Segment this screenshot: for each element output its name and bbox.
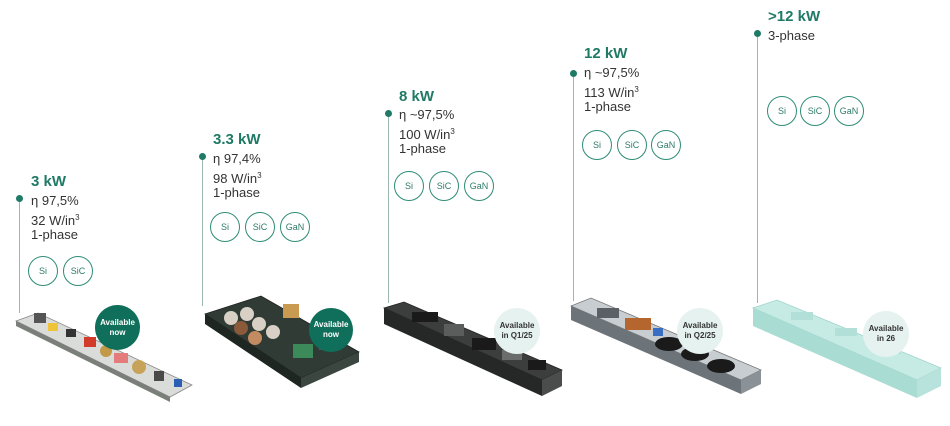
power-rating: 3 kW [31, 173, 67, 190]
availability-line-2: in Q2/25 [684, 331, 716, 340]
timeline-line [19, 198, 20, 313]
availability-line-2: in 26 [876, 334, 896, 343]
availability-line-2: in Q1/25 [501, 331, 533, 340]
availability-badge: Available in 26 [863, 311, 909, 357]
efficiency-spec: η ~97,5% [584, 65, 640, 80]
module-over-12kw-image [751, 299, 942, 398]
timeline-dot [385, 110, 392, 117]
availability-badge: Available now [309, 308, 353, 352]
availability-line-1: Available [100, 317, 135, 327]
power-rating: 8 kW [399, 88, 435, 105]
availability-line-1: Available [868, 324, 904, 333]
chip-si: Si [767, 96, 797, 126]
availability-line-2: now [109, 327, 126, 337]
timeline-line [573, 73, 574, 301]
chip-sic: SiC [245, 212, 275, 242]
chip-si: Si [394, 171, 424, 201]
power-rating: >12 kW [768, 8, 821, 25]
chip-si: Si [28, 256, 58, 286]
phase-spec: 1-phase [399, 141, 446, 156]
timeline-line [388, 113, 389, 303]
power-rating: 3.3 kW [213, 131, 261, 148]
availability-line-1: Available [313, 320, 349, 329]
efficiency-spec: η 97,5% [31, 193, 79, 208]
power-rating: 12 kW [584, 45, 628, 62]
availability-line-1: Available [499, 321, 535, 330]
chip-si: Si [210, 212, 240, 242]
efficiency-spec: η ~97,5% [399, 107, 455, 122]
timeline-dot [199, 153, 206, 160]
efficiency-spec: η 97,4% [213, 151, 261, 166]
module-8kw-image [382, 301, 563, 396]
timeline-dot [16, 195, 23, 202]
chip-gan: GaN [464, 171, 494, 201]
chip-gan: GaN [834, 96, 864, 126]
availability-badge: Available now [95, 305, 140, 350]
availability-badge: Available in Q1/25 [494, 308, 540, 354]
density-spec: 113 W/in3 [584, 85, 639, 100]
chip-sic: SiC [800, 96, 830, 126]
chip-sic: SiC [617, 130, 647, 160]
phase-spec: 1-phase [584, 99, 631, 114]
chip-sic: SiC [429, 171, 459, 201]
timeline-line [757, 33, 758, 303]
chip-si: Si [582, 130, 612, 160]
timeline-dot [754, 30, 761, 37]
density-spec: 100 W/in3 [399, 127, 455, 142]
chip-gan: GaN [280, 212, 310, 242]
availability-line-1: Available [682, 321, 718, 330]
phase-spec: 3-phase [768, 28, 815, 43]
module-3kw-image [14, 312, 193, 402]
phase-spec: 1-phase [213, 185, 260, 200]
module-12kw-image [569, 297, 762, 394]
availability-line-2: now [323, 330, 339, 339]
density-spec: 98 W/in3 [213, 171, 262, 186]
chip-sic: SiC [63, 256, 93, 286]
density-spec: 32 W/in3 [31, 213, 80, 228]
timeline-dot [570, 70, 577, 77]
availability-badge: Available in Q2/25 [677, 308, 723, 354]
phase-spec: 1-phase [31, 227, 78, 242]
timeline-line [202, 156, 203, 306]
module-3-3kw-image [204, 295, 360, 388]
chip-gan: GaN [651, 130, 681, 160]
